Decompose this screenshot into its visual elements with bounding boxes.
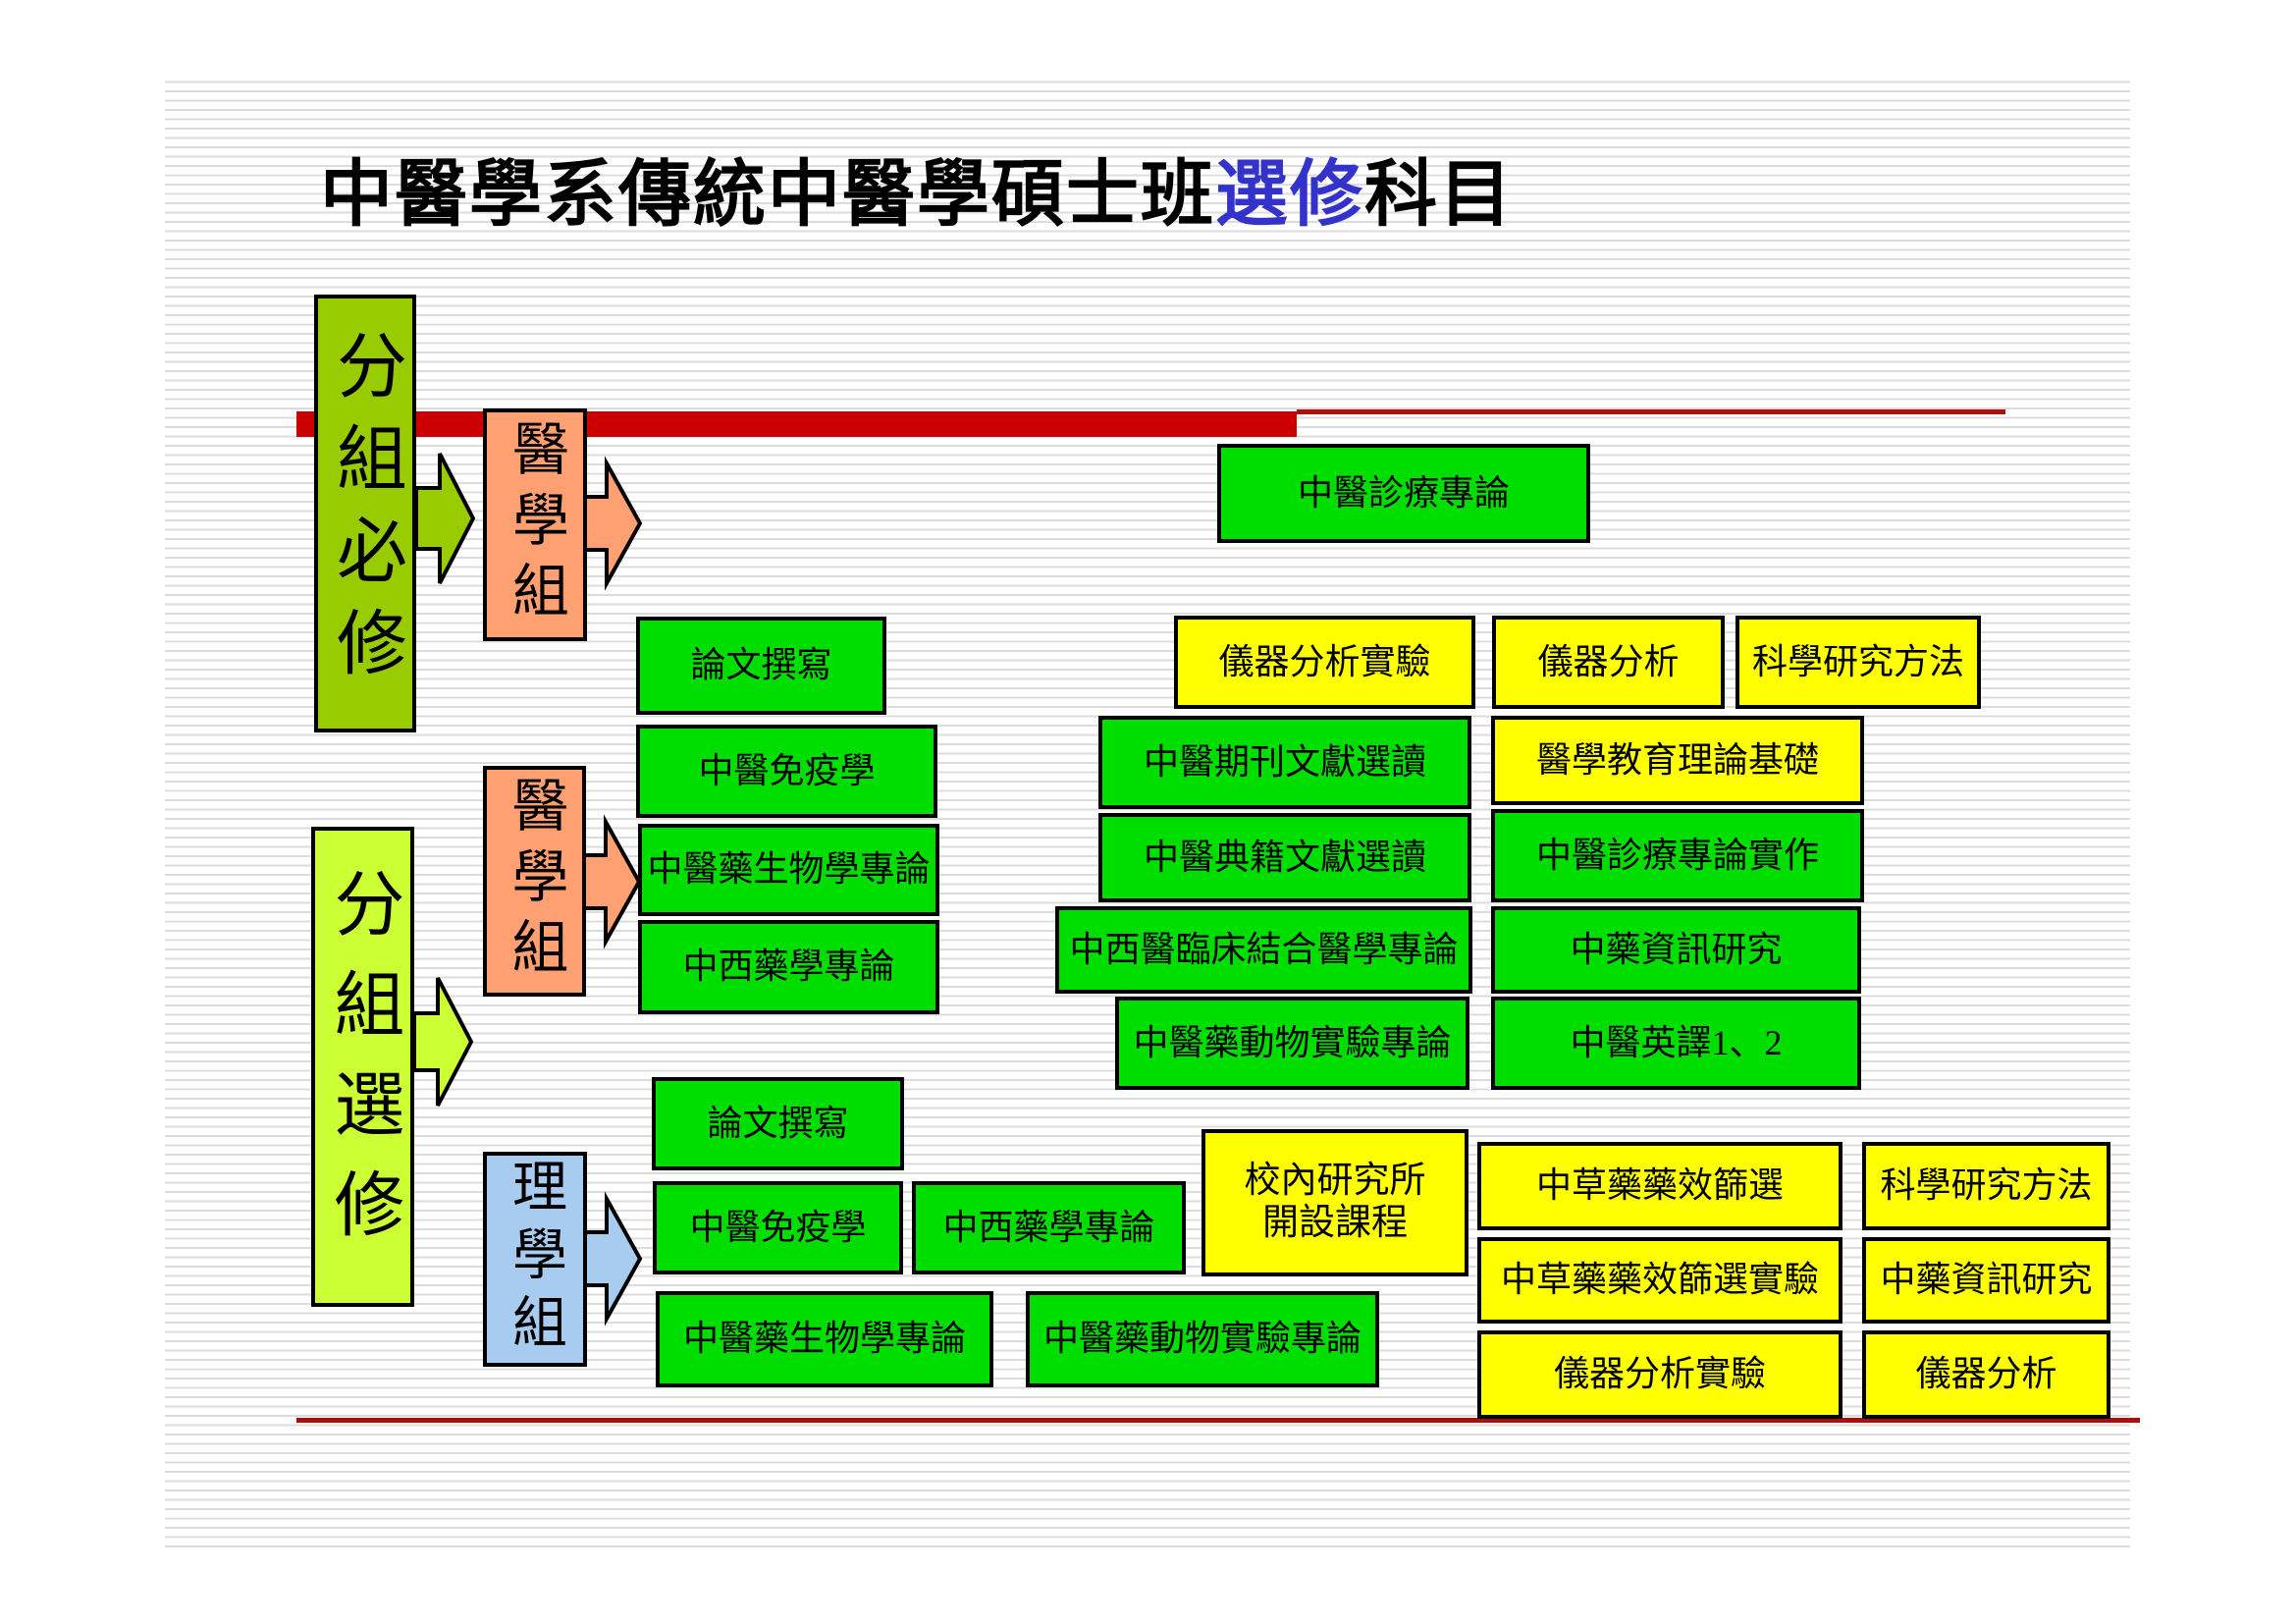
course-box: 科學研究方法	[1735, 616, 1981, 709]
top-red-thin-line	[1297, 409, 2005, 414]
course-box: 中醫典籍文獻選讀	[1098, 813, 1471, 902]
course-box: 論文撰寫	[652, 1077, 904, 1170]
group-box-medical-top: 醫學組	[483, 408, 587, 641]
page-title: 中醫學系傳統中醫學碩士班選修科目	[320, 135, 1514, 241]
group-box-science: 理學組	[483, 1152, 587, 1367]
course-box-line2: 開設課程	[1262, 1203, 1408, 1243]
course-box: 中草藥藥效篩選	[1477, 1142, 1842, 1230]
course-box: 中醫藥生物學專論	[638, 824, 939, 916]
course-box: 校內研究所 開設課程	[1201, 1129, 1468, 1276]
title-highlight: 選修	[1215, 155, 1364, 236]
course-box: 中西藥學專論	[638, 920, 939, 1014]
course-box: 中醫藥生物學專論	[656, 1291, 993, 1387]
title-prefix: 中醫學系傳統中醫學碩士班	[320, 155, 1215, 236]
title-suffix: 科目	[1364, 155, 1514, 236]
course-box: 儀器分析	[1492, 616, 1725, 709]
course-box: 中醫期刊文獻選讀	[1098, 716, 1471, 809]
group-box-elective: 分組選修	[311, 827, 414, 1307]
bottom-red-line	[296, 1418, 2140, 1423]
course-box: 中藥資訊研究	[1862, 1237, 2110, 1324]
course-box: 儀器分析	[1862, 1330, 2110, 1419]
course-box: 科學研究方法	[1862, 1142, 2110, 1230]
course-box: 中醫診療專論	[1217, 444, 1590, 543]
course-box: 醫學教育理論基礎	[1491, 716, 1864, 805]
course-box: 中醫英譯1、2	[1491, 997, 1861, 1090]
course-box: 中西藥學專論	[912, 1181, 1186, 1274]
course-box: 中草藥藥效篩選實驗	[1477, 1237, 1842, 1324]
course-box: 中醫藥動物實驗專論	[1026, 1291, 1379, 1387]
group-box-medical-mid: 醫學組	[483, 766, 586, 997]
course-box: 中醫免疫學	[653, 1181, 903, 1274]
group-box-required: 分組必修	[314, 295, 416, 732]
course-box: 儀器分析實驗	[1174, 616, 1475, 709]
course-box: 中醫免疫學	[636, 725, 937, 818]
course-box: 中醫診療專論實作	[1491, 809, 1864, 902]
course-box: 中藥資訊研究	[1491, 906, 1861, 994]
top-red-bar	[296, 411, 1297, 437]
course-box: 儀器分析實驗	[1477, 1330, 1842, 1419]
course-box-line1: 校內研究所	[1244, 1161, 1426, 1202]
course-box: 中醫藥動物實驗專論	[1115, 997, 1469, 1090]
course-box: 中西醫臨床結合醫學專論	[1055, 906, 1472, 994]
course-box: 論文撰寫	[636, 617, 886, 715]
